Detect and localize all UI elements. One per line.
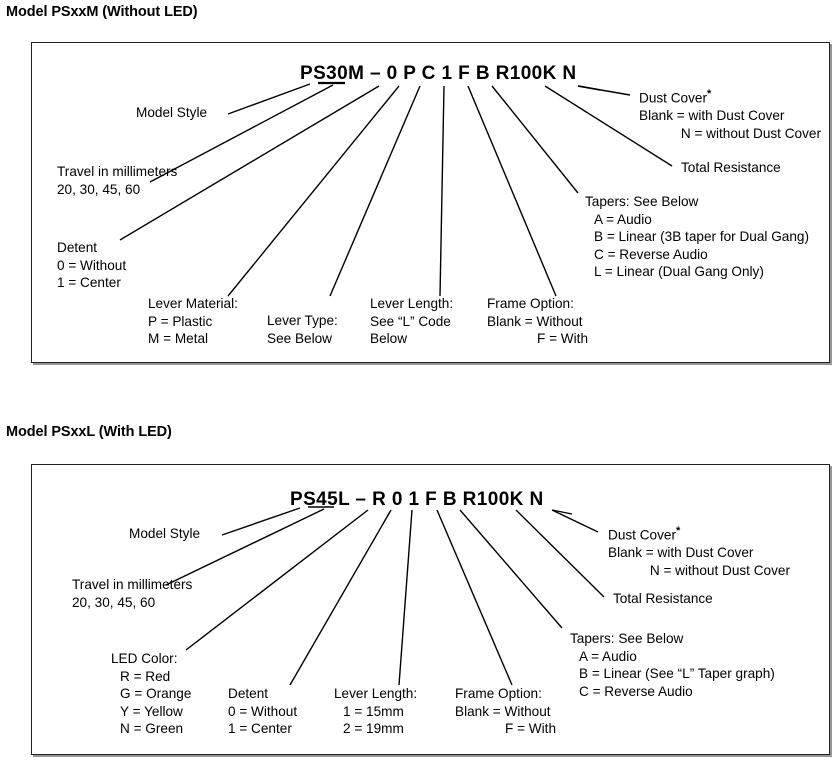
diagram-2-detent-label: Detent 0 = Without 1 = Center: [228, 685, 297, 738]
diagram-1-lever-length-label: Lever Length: See “L” Code Below: [370, 295, 453, 348]
diagram-2-title: Model PSxxL (With LED): [6, 424, 172, 440]
diagram-1-frame-option-label: Frame Option: Blank = Without F = With: [487, 295, 588, 348]
diagram-1-dust-cover-n: N = without Dust Cover: [680, 125, 821, 141]
diagram-2-tapers-label: Tapers: See Below A = Audio B = Linear (…: [570, 630, 775, 700]
diagram-1-tapers-c: C = Reverse Audio: [594, 246, 708, 262]
diagram-1-frame-option-title: Frame Option:: [487, 296, 574, 311]
diagram-2-frame-option-f: F = With: [505, 721, 556, 736]
diagram-2-tapers-c: C = Reverse Audio: [579, 683, 693, 699]
diagram-1-detent-1: 1 = Center: [57, 275, 121, 290]
diagram-1-travel-label: Travel in millimeters 20, 30, 45, 60: [57, 163, 177, 198]
diagram-1-travel-title: Travel in millimeters: [57, 164, 178, 179]
diagram-1-tapers-b: B = Linear (3B taper for Dual Gang): [594, 229, 809, 244]
diagram-1-dust-cover-blank: Blank = with Dust Cover: [639, 108, 785, 124]
diagram-1-dust-cover-text: Dust Cover: [639, 90, 707, 106]
diagram-1-travel-values: 20, 30, 45, 60: [57, 181, 141, 197]
diagram-2-dust-cover-asterisk: *: [676, 525, 681, 537]
diagram-1-tapers-l: L = Linear (Dual Gang Only): [594, 264, 764, 279]
diagram-2-tapers-title: Tapers: See Below: [570, 631, 684, 646]
diagram-2-led-color-g: G = Orange: [120, 686, 192, 701]
diagram-2-travel-title: Travel in millimeters: [72, 577, 193, 592]
diagram-1-lever-type-value: See Below: [267, 330, 332, 346]
diagram-1-frame-option-blank: Blank = Without: [487, 313, 583, 329]
diagram-2-led-color-y: Y = Yellow: [120, 703, 183, 719]
diagram-1-title: Model PSxxM (Without LED): [6, 4, 198, 20]
diagram-2-model-style-label: Model Style: [129, 526, 201, 541]
diagram-1-frame-option-f: F = With: [537, 331, 588, 346]
diagram-2-detent-1: 1 = Center: [228, 721, 292, 736]
diagram-1-detent-0: 0 = Without: [57, 257, 127, 273]
diagram-2-led-color-n: N = Green: [120, 721, 184, 736]
diagram-2-dust-cover-text: Dust Cover: [608, 527, 676, 543]
diagram-1-tapers-label: Tapers: See Below A = Audio B = Linear (…: [585, 193, 809, 281]
diagram-1-detent-label: Detent 0 = Without 1 = Center: [57, 239, 126, 292]
diagram-2-dust-cover-title: Dust Cover*: [608, 523, 790, 544]
diagram-1-total-resistance-label: Total Resistance: [681, 160, 781, 175]
diagram-2-led-color-title: LED Color:: [111, 651, 178, 666]
diagram-1-model-style-label: Model Style: [136, 105, 208, 120]
diagram-1-lever-type-title: Lever Type:: [267, 313, 338, 328]
diagram-1-dust-cover-label: Dust Cover* Blank = with Dust Cover N = …: [639, 86, 821, 142]
diagram-2-dust-cover-n: N = without Dust Cover: [649, 562, 790, 578]
diagram-2-travel-values: 20, 30, 45, 60: [72, 594, 156, 610]
diagram-2-detent-0: 0 = Without: [228, 703, 298, 719]
diagram-2-dust-cover-label: Dust Cover* Blank = with Dust Cover N = …: [608, 523, 790, 579]
diagram-2-led-color-label: LED Color: R = Red G = Orange Y = Yellow…: [111, 650, 191, 738]
diagram-2-dust-cover-blank: Blank = with Dust Cover: [608, 545, 754, 561]
diagram-2-lever-length-title: Lever Length:: [334, 686, 418, 701]
diagram-1-detent-title: Detent: [57, 240, 98, 255]
diagram-2-box: [31, 464, 830, 755]
diagram-1-lever-type-label: Lever Type: See Below: [267, 312, 338, 347]
diagram-2-led-color-r: R = Red: [120, 668, 171, 684]
diagram-1-part-number: PS30M – 0 P C 1 F B R100K N: [300, 63, 577, 84]
diagram-2-lever-length-2: 2 = 19mm: [343, 721, 404, 736]
diagram-1-lever-length-title: Lever Length:: [370, 296, 454, 311]
diagram-2-lever-length-label: Lever Length: 1 = 15mm 2 = 19mm: [334, 685, 417, 738]
diagram-1-lever-material-p: P = Plastic: [148, 313, 213, 329]
diagram-2-lever-length-1: 1 = 15mm: [343, 703, 404, 719]
diagram-1-lever-length-line1: See “L” Code: [370, 313, 451, 329]
diagram-2-tapers-a: A = Audio: [579, 648, 637, 664]
diagram-2-frame-option-blank: Blank = Without: [455, 703, 551, 719]
diagram-1-lever-material-m: M = Metal: [148, 331, 209, 346]
diagram-1-dust-cover-title: Dust Cover*: [639, 86, 821, 107]
diagram-2-frame-option-label: Frame Option: Blank = Without F = With: [455, 685, 556, 738]
diagram-2-frame-option-title: Frame Option:: [455, 686, 542, 701]
diagram-1-lever-material-title: Lever Material:: [148, 296, 238, 311]
diagram-2-part-number: PS45L – R 0 1 F B R100K N: [290, 489, 544, 510]
diagram-2-total-resistance-label: Total Resistance: [613, 591, 713, 606]
diagram-2-tapers-b: B = Linear (See “L” Taper graph): [579, 666, 775, 681]
diagram-1-tapers-title: Tapers: See Below: [585, 194, 699, 209]
diagram-1-lever-length-line2: Below: [370, 331, 408, 346]
diagram-2-travel-label: Travel in millimeters 20, 30, 45, 60: [72, 576, 192, 611]
diagram-2-detent-title: Detent: [228, 686, 269, 701]
diagram-1-tapers-a: A = Audio: [594, 211, 652, 227]
diagram-1-dust-cover-asterisk: *: [707, 88, 712, 100]
diagram-1-lever-material-label: Lever Material: P = Plastic M = Metal: [148, 295, 238, 348]
